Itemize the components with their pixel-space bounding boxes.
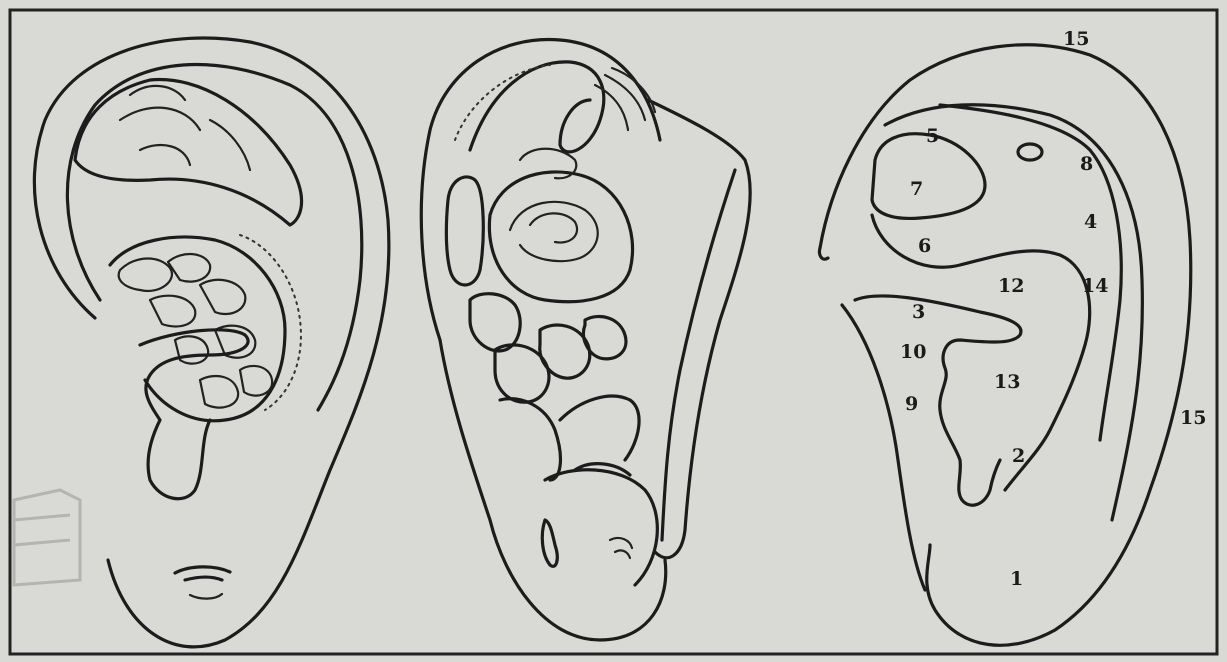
label-4: 4 <box>1084 211 1097 233</box>
label-7: 7 <box>910 178 923 200</box>
label-13: 13 <box>994 371 1020 393</box>
label-12: 12 <box>998 275 1024 297</box>
label-8: 8 <box>1080 153 1093 175</box>
label-10: 10 <box>900 341 926 363</box>
label-15-right: 15 <box>1180 407 1206 429</box>
label-3: 3 <box>912 301 925 323</box>
label-2: 2 <box>1012 445 1025 467</box>
label-5: 5 <box>926 125 939 147</box>
label-14: 14 <box>1082 275 1108 297</box>
label-6: 6 <box>918 235 931 257</box>
label-1: 1 <box>1010 568 1023 590</box>
label-15-top: 15 <box>1063 28 1089 50</box>
label-9: 9 <box>905 393 918 415</box>
